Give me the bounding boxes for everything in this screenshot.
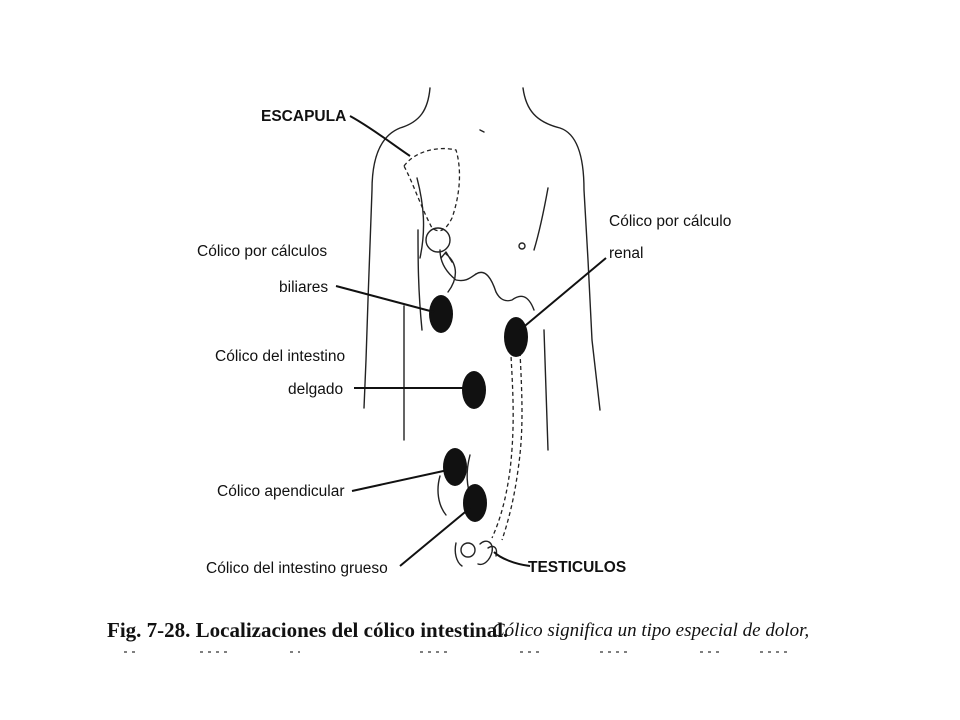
label-apendicular: Cólico apendicular bbox=[217, 483, 345, 500]
spot-biliares bbox=[429, 295, 453, 333]
referral-arrow-scapula bbox=[440, 251, 456, 293]
leader-intestino-grueso bbox=[399, 507, 471, 567]
gallbladder-circle bbox=[425, 227, 451, 253]
label-grueso: Cólico del intestino grueso bbox=[206, 560, 388, 577]
caption-text: Cólico significa un tipo especial de dol… bbox=[492, 620, 809, 641]
renal-pathway bbox=[491, 335, 514, 539]
leader-escapula bbox=[349, 115, 411, 157]
torso-outline bbox=[363, 87, 601, 516]
renal-pathway-2 bbox=[501, 351, 523, 541]
label-biliares-2: biliares bbox=[279, 279, 328, 296]
caption-cutoff-line bbox=[120, 650, 840, 653]
leader-apendicular bbox=[351, 469, 449, 492]
scapula-outline bbox=[403, 147, 461, 232]
leader-biliares bbox=[335, 285, 435, 313]
label-escapula: ESCAPULA bbox=[261, 108, 346, 125]
testicles-sketch bbox=[454, 540, 498, 567]
label-delgado-1: Cólico del intestino bbox=[215, 348, 345, 365]
label-renal-2: renal bbox=[609, 245, 643, 262]
spot-renal bbox=[504, 317, 528, 357]
spot-intestino-delgado bbox=[462, 371, 486, 409]
spot-intestino-grueso bbox=[463, 484, 487, 522]
label-testiculos: TESTICULOS bbox=[528, 559, 626, 576]
leader-testiculos bbox=[493, 551, 531, 567]
spot-apendicular bbox=[443, 448, 467, 486]
leader-renal bbox=[519, 257, 607, 331]
caption-title: Fig. 7-28. Localizaciones del cólico int… bbox=[107, 618, 508, 642]
label-delgado-2: delgado bbox=[288, 381, 343, 398]
label-biliares-1: Cólico por cálculos bbox=[197, 243, 327, 260]
label-renal-1: Cólico por cálculo bbox=[609, 213, 731, 230]
